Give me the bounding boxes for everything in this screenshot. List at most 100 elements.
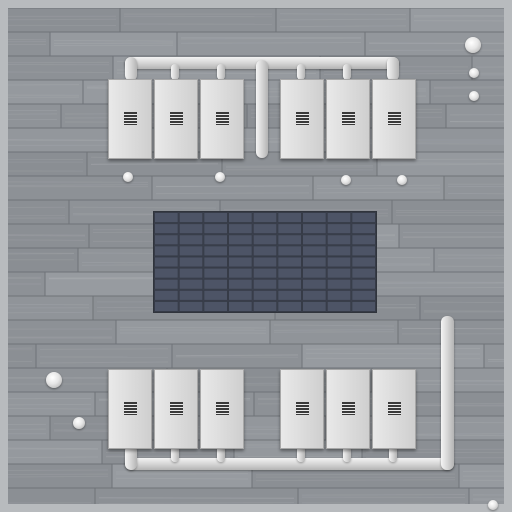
panel-cell [351,245,376,257]
floor-bolt-icon [46,372,62,388]
panel-cell [178,300,204,312]
panel-cell [154,278,179,290]
panel-cell [277,267,303,279]
bottom-pipe-vertical-right [441,316,454,470]
panel-cell [252,223,278,235]
panel-cell [252,289,278,301]
bottom-pipe-stub [297,446,305,462]
top-pipe-vertical-center [256,60,268,158]
vent-grille-icon [124,112,137,125]
panel-cell [178,234,204,246]
panel-cell [178,289,204,301]
floor-bolt-icon [469,91,479,101]
bottom-pipe-stub [217,446,225,462]
panel-cell [351,256,376,268]
panel-cell [277,245,303,257]
vent-grille-icon [342,402,355,415]
vent-grille-icon [388,112,401,125]
server-cabinet[interactable] [108,369,152,449]
panel-cell [228,289,253,301]
panel-cell [203,234,228,246]
panel-cell [154,267,179,279]
panel-cell [252,234,278,246]
top-pipe-stub [171,64,179,80]
panel-cell [277,223,303,235]
panel-cell [203,245,228,257]
panel-cell [228,278,253,290]
panel-cell [351,212,376,224]
server-cabinet[interactable] [280,369,324,449]
server-cabinet[interactable] [200,369,244,449]
server-cabinet[interactable] [200,79,244,159]
panel-cell [326,267,352,279]
panel-cell [178,212,204,224]
bottom-pipe-stub [343,446,351,462]
vent-grille-icon [170,402,183,415]
panel-cell [228,267,253,279]
vent-grille-icon [296,112,309,125]
panel-cell [351,300,376,312]
panel-cell [228,212,253,224]
top-pipe-stub [297,64,305,80]
panel-cell [203,223,228,235]
panel-cell [326,212,352,224]
panel-cell [203,289,228,301]
panel-cell [326,278,352,290]
vent-grille-icon [216,112,229,125]
panel-cell [277,289,303,301]
panel-cell [302,234,327,246]
vent-grille-icon [296,402,309,415]
panel-cell [277,300,303,312]
panel-cell [252,300,278,312]
server-cabinet[interactable] [280,79,324,159]
panel-cell [178,267,204,279]
panel-cell [178,256,204,268]
server-cabinet[interactable] [372,369,416,449]
panel-cell [326,300,352,312]
panel-cell [154,223,179,235]
panel-cell [252,256,278,268]
server-cabinet[interactable] [326,369,370,449]
top-pipe-stub [343,64,351,80]
panel-cell [154,234,179,246]
panel-cell [277,234,303,246]
floor-bolt-icon [469,68,479,78]
server-cabinet[interactable] [154,369,198,449]
panel-cell [326,289,352,301]
panel-cell [252,212,278,224]
panel-cell [203,300,228,312]
vent-grille-icon [216,402,229,415]
vent-grille-icon [124,402,137,415]
panel-cell [351,234,376,246]
server-cabinet[interactable] [108,79,152,159]
bottom-pipe-stub [171,446,179,462]
panel-cell [351,278,376,290]
panel-cell [277,212,303,224]
vent-grille-icon [342,112,355,125]
server-cabinet[interactable] [154,79,198,159]
panel-cell [228,223,253,235]
panel-cell [178,245,204,257]
top-pipe-vertical-left [125,57,137,81]
panel-cell [203,212,228,224]
panel-cell [203,267,228,279]
server-cabinet[interactable] [372,79,416,159]
panel-cell [252,278,278,290]
panel-cell [228,300,253,312]
panel-cell [277,256,303,268]
floor-bolt-icon [488,500,498,510]
panel-cell [302,289,327,301]
panel-cell [326,234,352,246]
solar-panel-grid[interactable] [153,211,377,313]
panel-cell [302,300,327,312]
vent-grille-icon [170,112,183,125]
panel-cell [252,245,278,257]
panel-cell [326,245,352,257]
panel-cell [326,256,352,268]
panel-cell [302,278,327,290]
panel-cell [154,289,179,301]
panel-cell [154,212,179,224]
top-pipe-vertical-right [387,57,399,81]
panel-cell [302,223,327,235]
server-cabinet[interactable] [326,79,370,159]
